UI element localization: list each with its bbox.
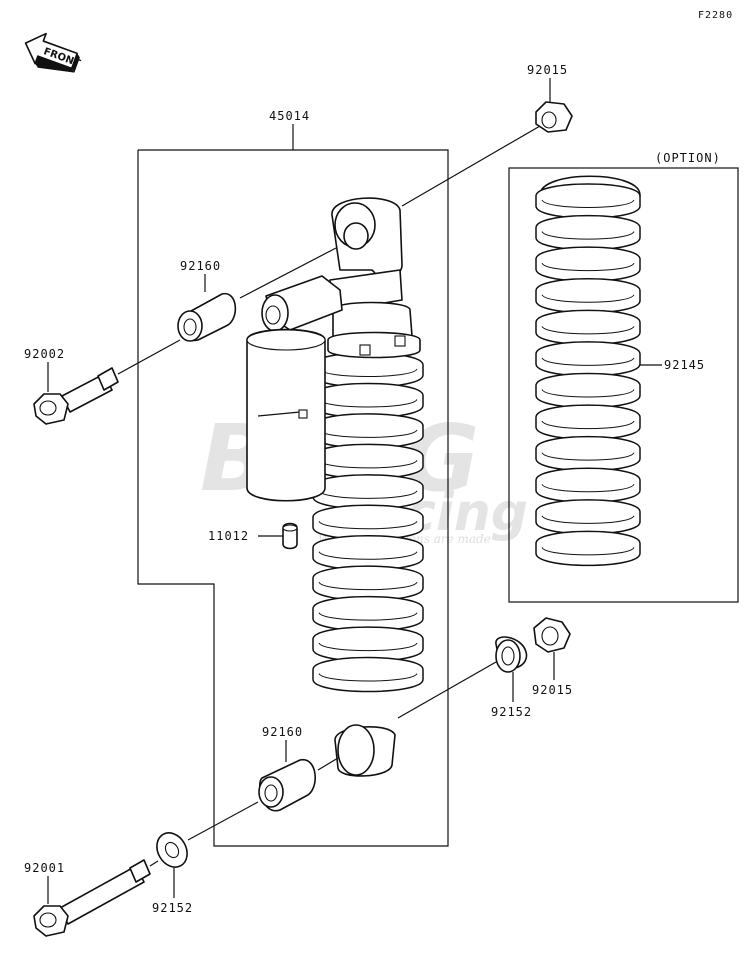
label-92001: 92001 (24, 861, 65, 875)
label-92015-lower: 92015 (532, 683, 573, 697)
spring-coil (312, 626, 424, 662)
spring-coil-inner (541, 357, 635, 366)
spring-coil (312, 504, 424, 541)
bolt-lower (33, 859, 151, 937)
figure-code: F2280 (698, 10, 733, 21)
spring-coil (312, 474, 424, 510)
spring-coil (535, 435, 641, 472)
shock-bottom-mount (334, 724, 396, 777)
spring-coil-inner (541, 483, 635, 493)
label-92145: 92145 (664, 358, 705, 372)
spring-coil (312, 413, 424, 449)
spring-coil (535, 372, 641, 409)
option-label: (OPTION) (655, 151, 721, 165)
label-92152-lower: 92152 (152, 901, 193, 915)
label-92160-upper: 92160 (180, 259, 221, 273)
spring-coil-inner (541, 452, 635, 461)
assembly-bracket (137, 149, 449, 847)
spring-coil (535, 309, 641, 346)
spring-coil (312, 443, 424, 480)
spring-coil-inner (541, 294, 635, 303)
bolt-upper (33, 367, 119, 425)
seal-right (495, 636, 528, 673)
spring-coil (535, 341, 641, 377)
spring-coil-inner (318, 520, 418, 530)
spring-coil-inner (541, 515, 635, 524)
option-spring-coils (535, 183, 641, 567)
spring-coil (535, 246, 641, 282)
spring-coil (312, 382, 424, 419)
label-92152-right: 92152 (491, 705, 532, 719)
shock-spring (312, 352, 424, 693)
spring-coil (312, 595, 424, 632)
spring-coil-inner (541, 199, 635, 208)
spring-coil (312, 656, 424, 693)
spring-coil (535, 278, 641, 314)
spring-coil (535, 499, 641, 535)
spring-coil-inner (318, 673, 418, 682)
spring-coil-inner (318, 581, 418, 591)
spring-coil-inner (318, 642, 418, 652)
spring-coil-inner (318, 612, 418, 621)
collar-upper (177, 293, 237, 342)
seal-lower (156, 832, 188, 868)
spring-coil (535, 183, 641, 219)
spring-coil (535, 214, 641, 251)
spring-coil (535, 467, 641, 503)
label-92015-top: 92015 (527, 63, 568, 77)
spring-coil-inner (541, 420, 635, 430)
collar-lower (258, 759, 316, 812)
spring-coil-inner (318, 490, 418, 499)
spring-coil-inner (318, 551, 418, 560)
spring-coil-inner (541, 547, 635, 556)
spring-coil (312, 534, 424, 571)
shock-top-mount (327, 197, 421, 359)
label-92002: 92002 (24, 347, 65, 361)
nut-lower (533, 617, 571, 653)
spring-coil (535, 404, 641, 440)
front-arrow-icon: FRONT (24, 32, 82, 73)
label-11012: 11012 (208, 529, 249, 543)
spring-coil (312, 565, 424, 601)
label-92160-lower: 92160 (262, 725, 303, 739)
spring-coil (535, 530, 641, 567)
spring-coil-inner (541, 325, 635, 335)
nut-top (535, 101, 573, 133)
spring-coil-inner (541, 262, 635, 272)
spring-coil-inner (541, 231, 635, 240)
label-45014: 45014 (269, 109, 310, 123)
cap-11012 (282, 522, 298, 550)
option-bracket (508, 167, 739, 603)
spring-coil-inner (541, 389, 635, 398)
reservoir (246, 275, 343, 502)
